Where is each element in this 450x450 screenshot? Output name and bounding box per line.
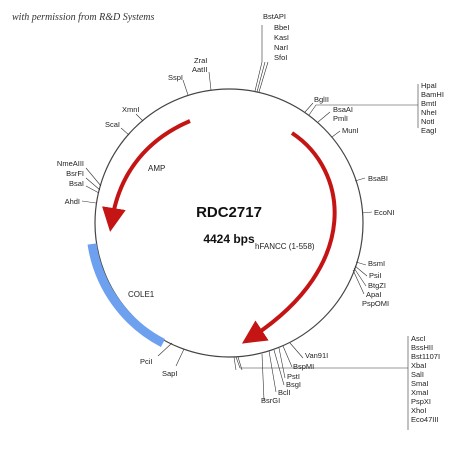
- site-nmeaiii: NmeAIII: [57, 159, 84, 168]
- tick-van91i: [289, 342, 304, 359]
- site-hpai: HpaI: [421, 81, 437, 90]
- tick-bottom-group-2: [233, 356, 237, 371]
- tick-ahdi: [81, 200, 97, 204]
- tick-econi: [361, 211, 373, 214]
- tick-top-group-2: [256, 61, 266, 93]
- tick-apai: [352, 269, 365, 295]
- tick-bottom-group: [235, 356, 408, 369]
- site-bglii: BglII: [314, 95, 329, 104]
- amp-arrow: [102, 119, 191, 232]
- tick-bcli: [268, 350, 277, 393]
- site-bsrgi: BsrGI: [261, 396, 280, 405]
- tick-muni: [331, 130, 341, 138]
- site-kasi: KasI: [274, 33, 289, 42]
- tick-psti: [278, 347, 286, 379]
- site-ticks: [81, 25, 419, 430]
- tick-xmni: [135, 113, 144, 122]
- tick-sspi: [182, 79, 189, 96]
- site-scai: ScaI: [105, 120, 120, 129]
- tick-btgzi: [353, 267, 367, 287]
- site-nhei: NheI: [421, 108, 437, 117]
- site-econi: EcoNI: [374, 208, 394, 217]
- tick-top-group-3: [258, 61, 269, 93]
- site-xmai: XmaI: [411, 388, 429, 397]
- site-psii: PsiI: [369, 271, 382, 280]
- site-pspomi: PspOMI: [362, 299, 389, 308]
- site-bcli: BclI: [278, 388, 291, 397]
- site-eco47iii: Eco47III: [411, 415, 439, 424]
- tick-left-group: [85, 167, 102, 187]
- amp-label: AMP: [148, 164, 165, 173]
- tick-pcii: [157, 342, 173, 357]
- tick-bsaai: [317, 111, 331, 123]
- site-sfoi: SfoI: [274, 53, 287, 62]
- tick-bsrgi: [261, 353, 265, 401]
- site-btgzi: BtgZI: [368, 281, 386, 290]
- site-pspxi: PspXI: [411, 397, 431, 406]
- tick-bsabi: [354, 177, 366, 182]
- site-sapi: SapI: [162, 369, 177, 378]
- plasmid-name: RDC2717: [196, 204, 262, 221]
- cole1-segment: [87, 243, 166, 347]
- tick-top-group: [254, 25, 263, 92]
- site-xhoi: XhoI: [411, 406, 426, 415]
- site-bamhi: BamHI: [421, 90, 444, 99]
- site-xmni: XmnI: [122, 105, 140, 114]
- site-apai: ApaI: [366, 290, 381, 299]
- site-bsrfi: BsrFI: [66, 169, 84, 178]
- tick-psii: [354, 265, 368, 277]
- credit-text: with permission from R&D Systems: [12, 12, 155, 23]
- site-sspi: SspI: [168, 73, 183, 82]
- site-bsgi: BsgI: [286, 380, 301, 389]
- site-bst1107i: Bst1107I: [411, 352, 440, 361]
- site-xbai: XbaI: [411, 361, 426, 370]
- hfancc-arrow: [241, 131, 337, 344]
- plasmid-size: 4424 bps: [203, 232, 255, 246]
- tick-left-group-3: [85, 185, 100, 194]
- site-van91i: Van91I: [305, 351, 328, 360]
- site-bspmi: BspMI: [293, 362, 314, 371]
- site-ahdi: AhdI: [65, 197, 80, 206]
- plasmid-backbone: [94, 88, 364, 358]
- site-nari: NarI: [274, 43, 288, 52]
- site-noti: NotI: [421, 117, 435, 126]
- tick-bspmi: [282, 345, 293, 368]
- site-zrai: ZraI: [194, 56, 207, 65]
- tick-bsgi: [273, 349, 285, 386]
- hfancc-label: hFANCC (1-558): [255, 242, 315, 251]
- tick-scai: [120, 127, 130, 136]
- site-bsaai: BsaAI: [333, 105, 353, 114]
- site-aatii: AatII: [192, 65, 207, 74]
- tick-right-group: [308, 104, 418, 116]
- tick-zrai: [208, 71, 212, 91]
- site-bstapi: BstAPI: [263, 12, 286, 21]
- site-sali: SalI: [411, 370, 424, 379]
- site-bsshii: BssHII: [411, 343, 433, 352]
- site-eagi: EagI: [421, 126, 436, 135]
- tick-left-group-2: [85, 177, 101, 191]
- site-pmli: PmlI: [333, 114, 348, 123]
- site-bsabi: BsaBI: [368, 174, 388, 183]
- site-pcii: PciI: [140, 357, 153, 366]
- tick-sapi: [175, 348, 185, 367]
- site-bsmi: BsmI: [368, 259, 385, 268]
- site-psti: PstI: [287, 372, 300, 381]
- tick-bottom-group-3: [237, 356, 243, 371]
- site-bsai: BsaI: [69, 179, 84, 188]
- tick-bglii: [304, 102, 314, 113]
- site-muni: MunI: [342, 126, 359, 135]
- tick-bsmi: [355, 261, 367, 266]
- site-bbei: BbeI: [274, 23, 289, 32]
- site-smai: SmaI: [411, 379, 429, 388]
- site-bmti: BmtI: [421, 99, 436, 108]
- site-asci: AscI: [411, 334, 426, 343]
- cole1-label: COLE1: [128, 290, 155, 299]
- site-labels: BstAPI BbeI KasI NarI SfoI ZraI AatII Ss…: [57, 12, 444, 424]
